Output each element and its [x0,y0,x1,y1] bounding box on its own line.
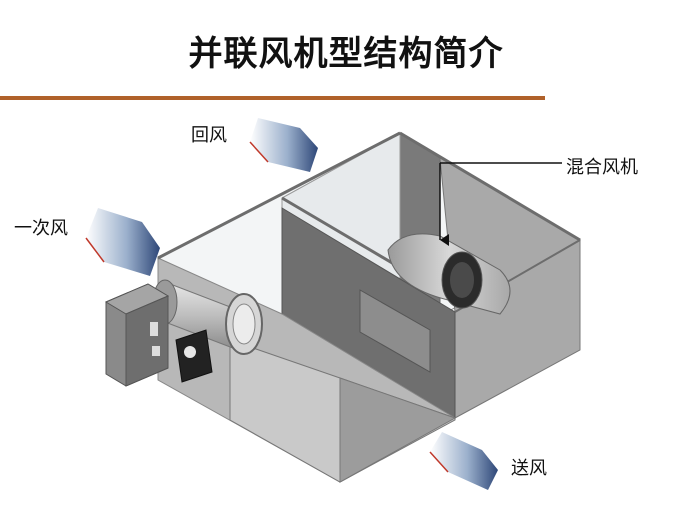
title-divider [0,96,545,100]
actuator [175,329,213,383]
primary-air-duct [152,279,263,355]
page-title: 并联风机型结构简介 [188,34,504,74]
return-air-arrow [249,118,318,172]
control-box [104,283,170,387]
supply-air-arrow [429,432,498,490]
label-primary-air: 一次风 [14,218,68,239]
label-supply-air: 送风 [511,458,547,479]
primary-air-arrow [85,208,160,276]
mixing-fan [387,233,511,315]
label-mixing-fan: 混合风机 [566,157,638,178]
label-return-air: 回风 [191,125,227,146]
